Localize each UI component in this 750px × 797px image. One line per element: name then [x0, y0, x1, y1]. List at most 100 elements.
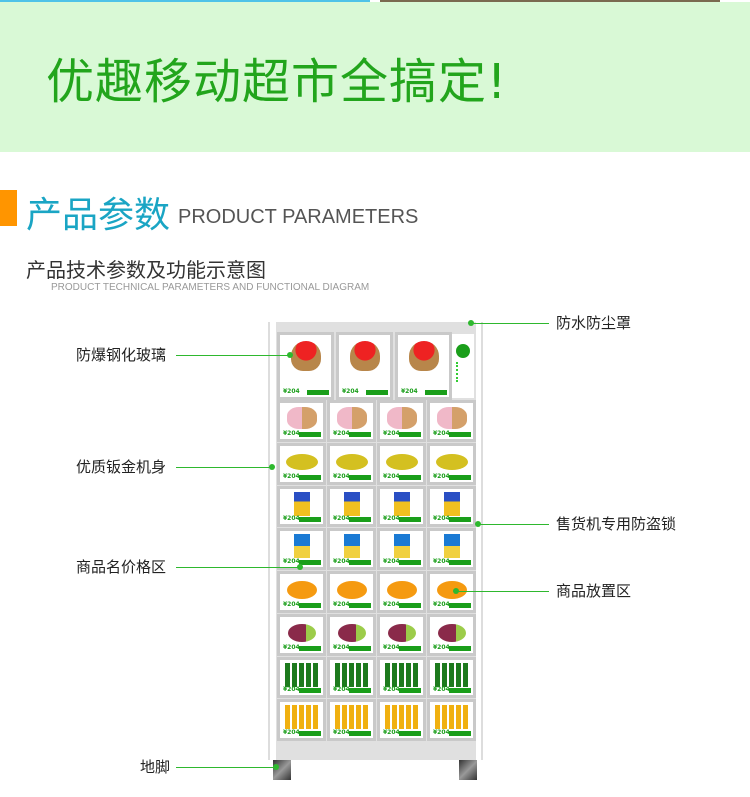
label-body: 优质钣金机身 — [76, 458, 167, 476]
yellow-beer-image — [334, 705, 369, 730]
buy-button — [399, 602, 421, 608]
section-title-en: PRODUCT PARAMETERS — [178, 206, 419, 228]
buy-button — [399, 431, 421, 437]
price-label: ¥204 — [433, 686, 450, 694]
buy-button — [399, 474, 421, 480]
panel-text — [456, 362, 470, 382]
drink-box-image — [443, 534, 460, 559]
product-slot-flowers: ¥204 — [395, 332, 452, 400]
price-label: ¥204 — [333, 558, 350, 565]
price-label: ¥204 — [333, 729, 350, 736]
machine-left-edge — [268, 322, 270, 760]
price-label: ¥204 — [383, 643, 400, 651]
product-slot-bears: ¥204 — [377, 400, 426, 442]
product-slot-bears: ¥204 — [277, 400, 326, 442]
pointer-dot — [453, 588, 459, 594]
price-label: ¥204 — [283, 388, 300, 395]
product-slot-yellow-beer: ¥204 — [377, 699, 426, 741]
product-slot-drink-box: ¥204 — [427, 528, 476, 570]
foot-right — [459, 760, 477, 780]
price-label: ¥204 — [383, 558, 400, 565]
product-slot-green-beer: ¥204 — [327, 656, 376, 699]
section-title: 产品参数 — [26, 195, 171, 236]
banner-title: 优趣移动超市全搞定! — [46, 54, 508, 110]
flowers-image — [290, 341, 321, 371]
price-label: ¥204 — [383, 515, 400, 523]
bears-image — [336, 407, 367, 429]
snack-image — [443, 491, 460, 516]
product-slot-oranges: ¥204 — [327, 571, 376, 613]
price-label: ¥204 — [401, 388, 418, 395]
label-lock: 售货机专用防盗锁 — [556, 515, 677, 533]
price-label: ¥204 — [383, 429, 400, 437]
pointer-dot — [297, 564, 303, 570]
price-label: ¥204 — [283, 515, 300, 523]
price-label: ¥204 — [342, 388, 359, 395]
oranges-image — [286, 581, 317, 599]
flowers-image — [349, 341, 380, 371]
buy-button — [449, 474, 471, 480]
product-slot-green-beer: ¥204 — [377, 656, 426, 699]
subtitle-en: PRODUCT TECHNICAL PARAMETERS AND FUNCTIO… — [51, 282, 370, 293]
green-beer-image — [434, 662, 469, 687]
yellow-beer-image — [434, 705, 469, 730]
buy-button — [449, 731, 471, 736]
buy-button — [299, 688, 321, 694]
price-label: ¥204 — [333, 429, 350, 437]
label-price-zone: 商品名价格区 — [76, 558, 167, 576]
banner: 优趣移动超市全搞定! — [0, 2, 750, 152]
product-slot-grapes: ¥204 — [277, 613, 326, 656]
oranges-image — [436, 581, 467, 599]
product-slot-green-beer: ¥204 — [427, 656, 476, 699]
buy-button — [349, 431, 371, 437]
buy-button — [399, 517, 421, 523]
grapes-image — [337, 623, 366, 642]
grapes-image — [437, 623, 466, 642]
pointer-dot — [468, 320, 474, 326]
side-panel — [452, 334, 474, 398]
product-slot-bears: ¥204 — [327, 400, 376, 442]
product-slot-flowers: ¥204 — [277, 332, 334, 400]
product-slot-dinosaur: ¥204 — [277, 442, 326, 485]
buy-button — [299, 474, 321, 480]
yellow-beer-image — [384, 705, 419, 730]
buy-button — [299, 602, 321, 608]
dinosaur-image — [435, 453, 468, 470]
label-product-zone: 商品放置区 — [556, 582, 632, 600]
dinosaur-image — [285, 453, 318, 470]
price-label: ¥204 — [433, 429, 450, 437]
buy-button — [349, 688, 371, 694]
product-slot-yellow-beer: ¥204 — [427, 699, 476, 741]
label-cover: 防水防尘罩 — [556, 314, 632, 332]
pointer-dot — [287, 352, 293, 358]
buy-button — [349, 517, 371, 523]
bears-image — [436, 407, 467, 429]
green-beer-image — [384, 662, 419, 687]
buy-button — [449, 560, 471, 565]
pointer-dot — [475, 521, 481, 527]
dinosaur-image — [385, 453, 418, 470]
buy-button — [399, 560, 421, 565]
buy-button — [299, 560, 321, 565]
drink-box-image — [393, 534, 410, 559]
product-slot-grapes: ¥204 — [327, 613, 376, 656]
price-label: ¥204 — [283, 558, 300, 565]
price-label: ¥204 — [433, 558, 450, 565]
product-slot-oranges: ¥204 — [377, 571, 426, 613]
buy-button — [399, 688, 421, 694]
buy-button — [449, 602, 471, 608]
buy-button — [299, 431, 321, 437]
buy-button — [449, 688, 471, 694]
product-slot-yellow-beer: ¥204 — [327, 699, 376, 741]
product-slot-dinosaur: ¥204 — [327, 442, 376, 485]
yellow-beer-image — [284, 705, 319, 730]
buy-button — [349, 602, 371, 608]
product-slot-yellow-beer: ¥204 — [277, 699, 326, 741]
product-slot-grapes: ¥204 — [427, 613, 476, 656]
product-slot-snack: ¥204 — [277, 485, 326, 528]
buy-button — [425, 390, 447, 395]
price-label: ¥204 — [283, 472, 300, 480]
buy-button — [449, 645, 471, 651]
product-slot-green-beer: ¥204 — [277, 656, 326, 699]
drink-box-image — [343, 534, 360, 559]
